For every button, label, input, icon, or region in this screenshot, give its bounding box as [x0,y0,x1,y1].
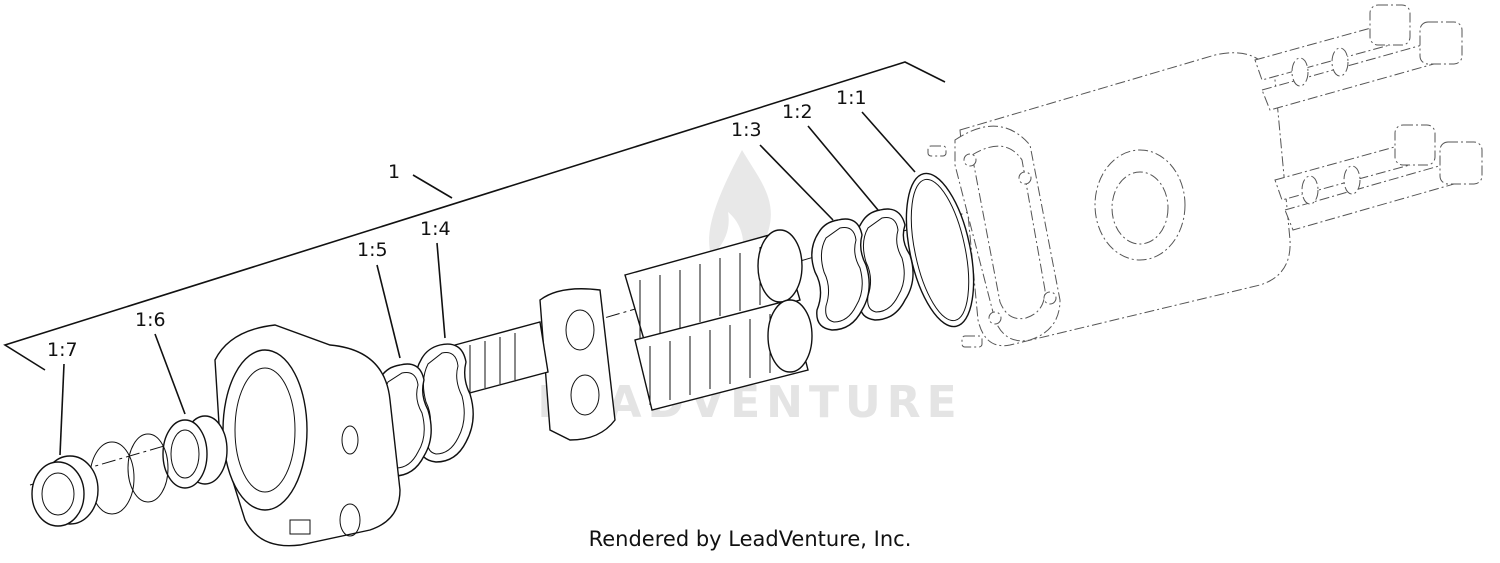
bearing-part-1-7 [31,455,99,527]
callout-1: 1 [388,161,400,183]
callout-1-7-leader [59,363,65,456]
gear-set [454,229,813,441]
callout-1-2: 1:2 [782,101,813,123]
callout-1-5-leader [376,264,401,359]
seal-ring-part-1-6 [162,415,228,489]
pump-body-phantom [927,52,1291,348]
callout-1-5: 1:5 [357,239,388,261]
render-credit: Rendered by LeadVenture, Inc. [588,527,912,551]
callout-1-3: 1:3 [731,119,762,141]
callout-1-7: 1:7 [47,339,78,361]
callout-1-6: 1:6 [135,309,166,331]
callout-1-4: 1:4 [420,218,451,240]
wear-plate-seal-part-1-3 [811,218,870,331]
snap-rings [89,433,169,515]
callout-1-4-leader [436,242,446,339]
flame-logo-icon [709,150,771,262]
callout-1-1: 1:1 [836,87,867,109]
mounting-bolts-phantom [1254,4,1483,231]
assembly-bracket-line [3,61,946,371]
callout-1-1-leader [861,111,916,173]
callout-1-6-leader [154,333,186,415]
callout-1-3-leader [759,144,834,221]
front-flange-housing [214,324,401,547]
callout-1-leader [412,174,453,199]
callout-1-2-leader [807,125,879,211]
